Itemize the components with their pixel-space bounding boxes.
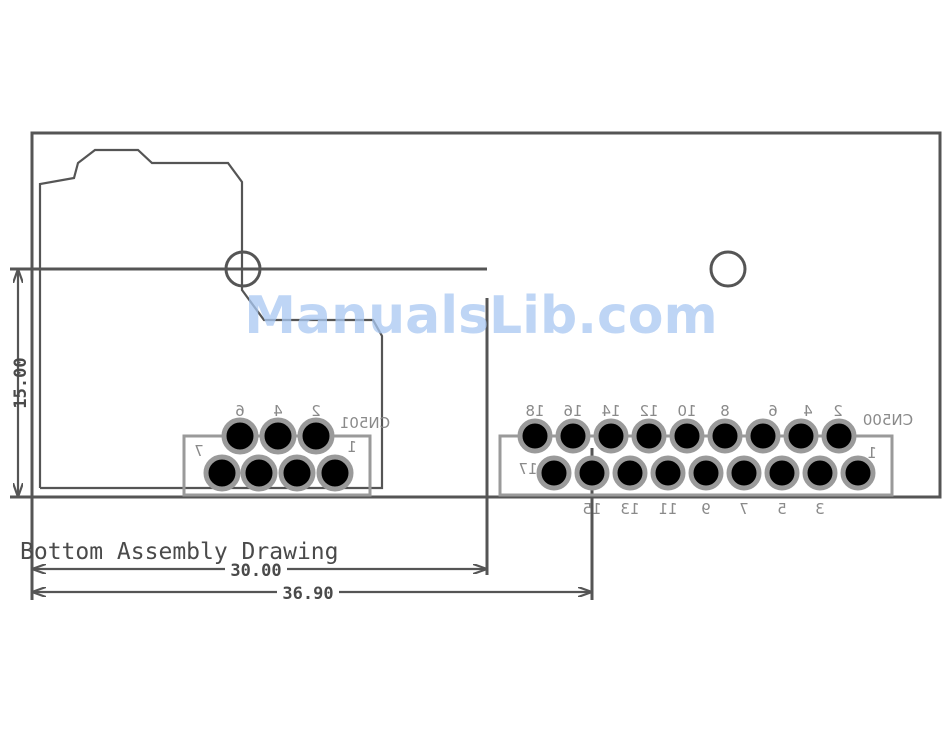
cn500-pad <box>691 458 721 488</box>
cn500-pad <box>558 421 588 451</box>
cn500-pin-label: 12 <box>639 402 658 420</box>
cn501-name-label: CN501 <box>340 414 390 432</box>
cn501-pad <box>262 420 294 452</box>
cn500-pin-label: 3 <box>815 500 825 518</box>
mounting-hole-right <box>711 252 745 286</box>
cn501-pin-label: 4 <box>273 402 283 420</box>
cn501-pad <box>243 457 275 489</box>
cn501-pad <box>281 457 313 489</box>
cn500-pad <box>596 421 626 451</box>
cn501-pad <box>319 457 351 489</box>
cn501-pin-label: 1 <box>347 438 357 456</box>
cn500-pin-label: 14 <box>601 402 620 420</box>
dimension-height-label: 15.00 <box>11 357 31 408</box>
cn500-pad <box>843 458 873 488</box>
cn500-pin-label: 7 <box>739 500 749 518</box>
cn500-pin-label: 9 <box>701 500 711 518</box>
cn500-pad <box>710 421 740 451</box>
cn500-pin-label: 6 <box>768 402 778 420</box>
cn501-pin-label: 6 <box>235 402 245 420</box>
cn500-pad <box>805 458 835 488</box>
cn500-pad <box>577 458 607 488</box>
cn500-pad <box>824 421 854 451</box>
cn500-pin-label: 15 <box>582 500 601 518</box>
cn500-pad <box>520 421 550 451</box>
cn500-pad <box>729 458 759 488</box>
cn501-pad <box>206 457 238 489</box>
cn500-pin-label: 1 <box>867 444 877 462</box>
cn501-pad <box>224 420 256 452</box>
cn501-pin-label: 2 <box>311 402 321 420</box>
cn500-pad <box>539 458 569 488</box>
cn500-pin-label: 18 <box>525 402 544 420</box>
cn500-pin-label: 13 <box>620 500 639 518</box>
cn500-pin-label: 17 <box>518 460 537 478</box>
cn500-name-label: CN500 <box>863 411 913 429</box>
cn500-pin-label: 2 <box>833 402 843 420</box>
cn500-pin-label: 5 <box>777 500 787 518</box>
cn500-pad <box>634 421 664 451</box>
cn501-pin-label: 7 <box>194 442 204 460</box>
cn500-pad <box>615 458 645 488</box>
cn500-pin-label: 4 <box>803 402 813 420</box>
dimension-36-90-label: 36.90 <box>282 584 333 604</box>
cn500-pad <box>767 458 797 488</box>
drawing-title: Bottom Assembly Drawing <box>20 539 339 565</box>
connector-cn501: 6 4 2 CN501 7 1 <box>184 402 390 495</box>
cn500-pad <box>672 421 702 451</box>
cn500-pin-label: 10 <box>677 402 696 420</box>
cn500-pad <box>786 421 816 451</box>
cn501-pad <box>300 420 332 452</box>
cn500-pad <box>653 458 683 488</box>
cn500-pad <box>748 421 778 451</box>
watermark: ManualsLib.com <box>244 286 717 346</box>
connector-cn500: 18 16 14 12 10 8 6 4 2 CN500 17 1 15 13 … <box>500 402 913 518</box>
cn500-pin-label: 11 <box>658 500 677 518</box>
cn500-pin-label: 8 <box>720 402 730 420</box>
cn500-pin-label: 16 <box>563 402 582 420</box>
